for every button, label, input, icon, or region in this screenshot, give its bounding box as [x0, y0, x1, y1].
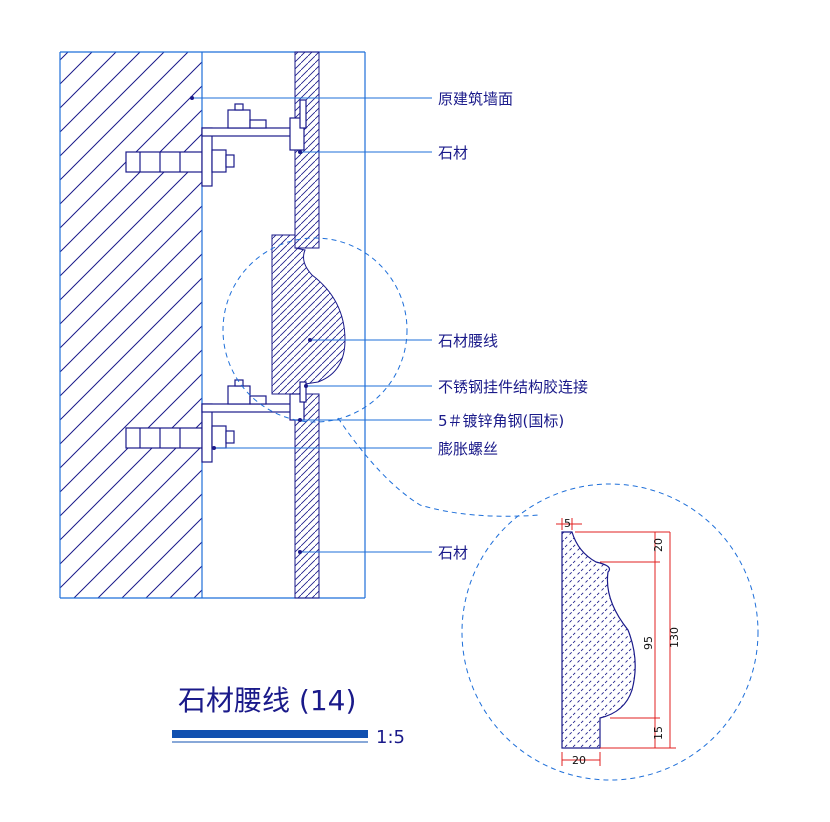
- label-wall-face: 原建筑墙面: [438, 90, 513, 108]
- dim-mid-height: 95: [642, 636, 655, 650]
- label-stone-top: 石材: [438, 144, 468, 162]
- drawing-scale: 1:5: [376, 727, 405, 748]
- detail-profile: [561, 531, 636, 749]
- label-waist-line: 石材腰线: [438, 332, 498, 350]
- detail-callout: [222, 237, 759, 781]
- label-stone-bottom: 石材: [438, 544, 468, 562]
- label-angle-steel: 5＃镀锌角钢(国标): [438, 412, 564, 430]
- stone-waist-line: [271, 234, 346, 395]
- lower-bracket: [125, 379, 307, 463]
- dim-total-height: 130: [668, 627, 681, 648]
- upper-bracket: [125, 99, 307, 187]
- leader-dots: [190, 96, 312, 554]
- dim-top-offset: 5: [564, 517, 571, 530]
- label-connector: 不锈钢挂件结构胶连接: [438, 378, 588, 396]
- detail-dimensions: [556, 518, 676, 766]
- title-underline: [172, 730, 368, 738]
- building-wall: [59, 51, 366, 599]
- drawing-title: 石材腰线 (14): [178, 684, 356, 717]
- dim-top-height: 20: [652, 538, 665, 552]
- label-expansion-bolt: 膨胀螺丝: [438, 440, 498, 458]
- dim-bottom-height: 15: [652, 726, 665, 740]
- stone-panel-lower: [294, 393, 320, 599]
- leader-lines: [192, 97, 432, 553]
- dim-bottom-width: 20: [572, 754, 586, 767]
